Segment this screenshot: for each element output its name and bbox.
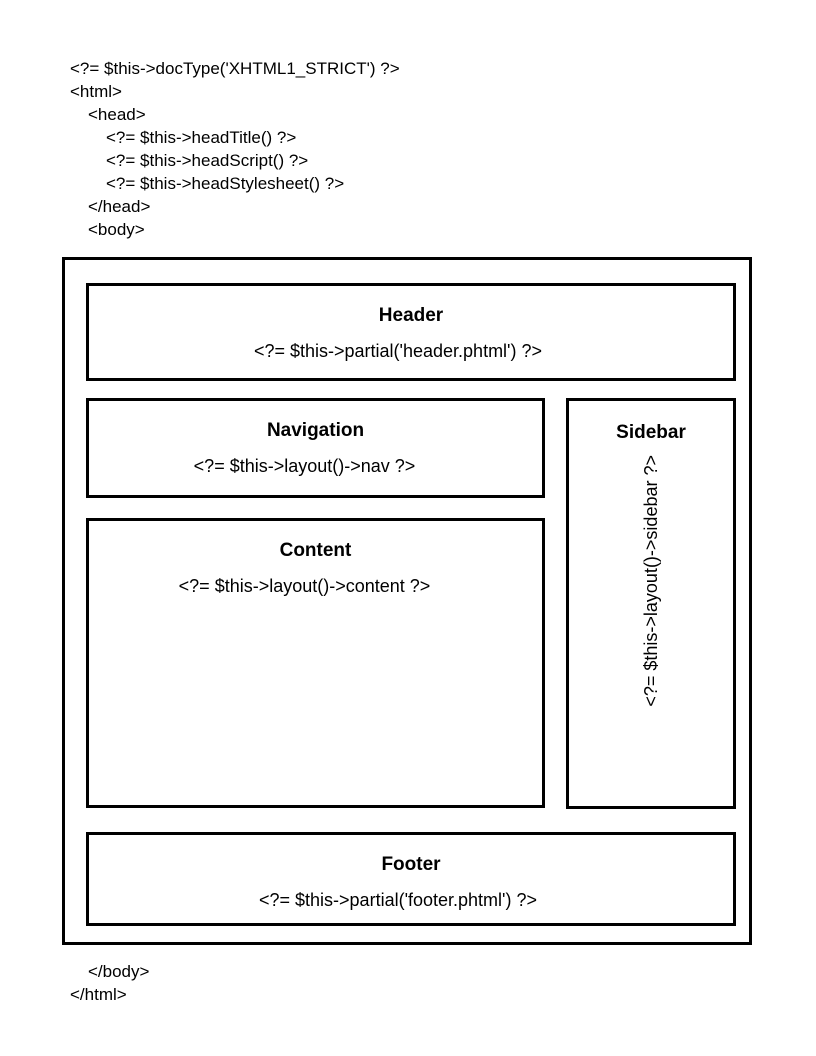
navigation-region[interactable]: Navigation <?= $this->layout()->nav ?>: [86, 398, 545, 498]
code-line-doctype: <?= $this->docType('XHTML1_STRICT') ?>: [70, 59, 400, 78]
footer-region-title: Footer: [381, 854, 441, 875]
code-line-html-open: <html>: [70, 82, 122, 101]
code-line-head-open: <head>: [88, 105, 146, 124]
content-region-title: Content: [279, 540, 352, 561]
sidebar-vertical-text-wrap: <?= $this->layout()->sidebar ?>: [569, 455, 733, 806]
code-line-body-close: </body>: [88, 962, 150, 981]
header-region-code: <?= $this->partial('header.phtml') ?>: [253, 341, 543, 361]
sidebar-region[interactable]: Sidebar <?= $this->layout()->sidebar ?>: [566, 398, 736, 809]
footer-region-code: <?= $this->partial('footer.phtml') ?>: [258, 890, 538, 910]
content-region-code: <?= $this->layout()->content ?>: [178, 576, 431, 596]
code-line-html-close: </html>: [70, 985, 127, 1004]
code-line-head-close: </head>: [88, 197, 151, 216]
navigation-region-code: <?= $this->layout()->nav ?>: [193, 456, 416, 476]
navigation-region-title: Navigation: [266, 420, 365, 441]
code-line-body-open: <body>: [88, 220, 145, 239]
content-region[interactable]: Content <?= $this->layout()->content ?>: [86, 518, 545, 808]
code-line-head-script: <?= $this->headScript() ?>: [106, 151, 309, 170]
footer-region[interactable]: Footer <?= $this->partial('footer.phtml'…: [86, 832, 736, 926]
code-line-head-style: <?= $this->headStylesheet() ?>: [106, 174, 345, 193]
code-line-head-title: <?= $this->headTitle() ?>: [106, 128, 297, 147]
header-region[interactable]: Header <?= $this->partial('header.phtml'…: [86, 283, 736, 381]
header-region-title: Header: [378, 305, 444, 326]
sidebar-region-code: <?= $this->layout()->sidebar ?>: [641, 455, 661, 707]
sidebar-region-title: Sidebar: [616, 422, 686, 443]
